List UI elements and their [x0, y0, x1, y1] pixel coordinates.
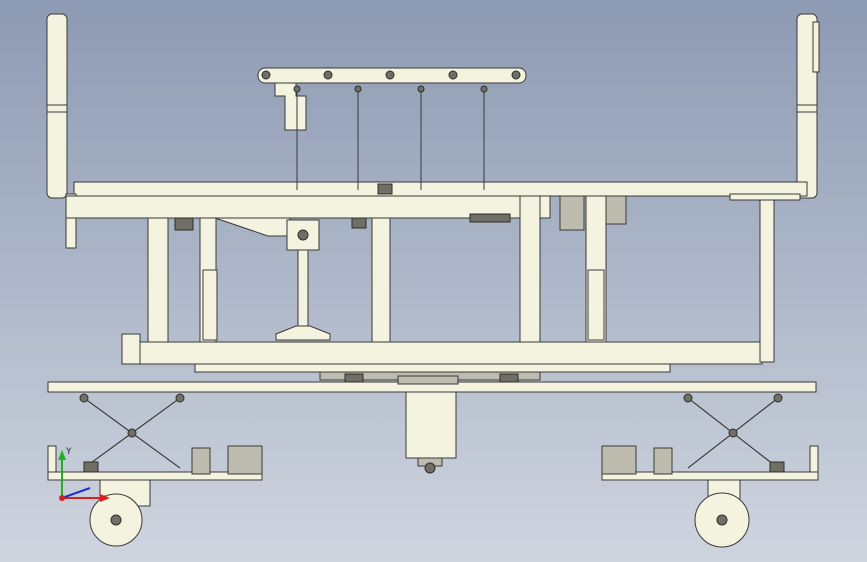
lift-actuators	[202, 269, 605, 341]
central-lift-motor	[405, 391, 457, 474]
y-axis-label: Y	[65, 447, 72, 457]
scissor-lift-left	[79, 393, 185, 469]
main-frame	[65, 195, 763, 373]
foot-column	[759, 199, 775, 363]
side-rail-upper	[257, 67, 527, 84]
chassis-left	[47, 445, 263, 481]
control-boxes	[174, 183, 627, 231]
chassis-right	[601, 445, 819, 481]
center-motor	[214, 217, 331, 341]
upper-base-plate	[47, 371, 817, 393]
headboard	[46, 13, 68, 199]
side-rail-bars	[293, 85, 488, 190]
caster-wheel-right	[694, 479, 750, 548]
scissor-lift-right	[683, 393, 783, 469]
coordinate-triad: Y	[58, 447, 110, 502]
z-axis-arrow	[61, 487, 91, 499]
footboard	[796, 13, 820, 199]
